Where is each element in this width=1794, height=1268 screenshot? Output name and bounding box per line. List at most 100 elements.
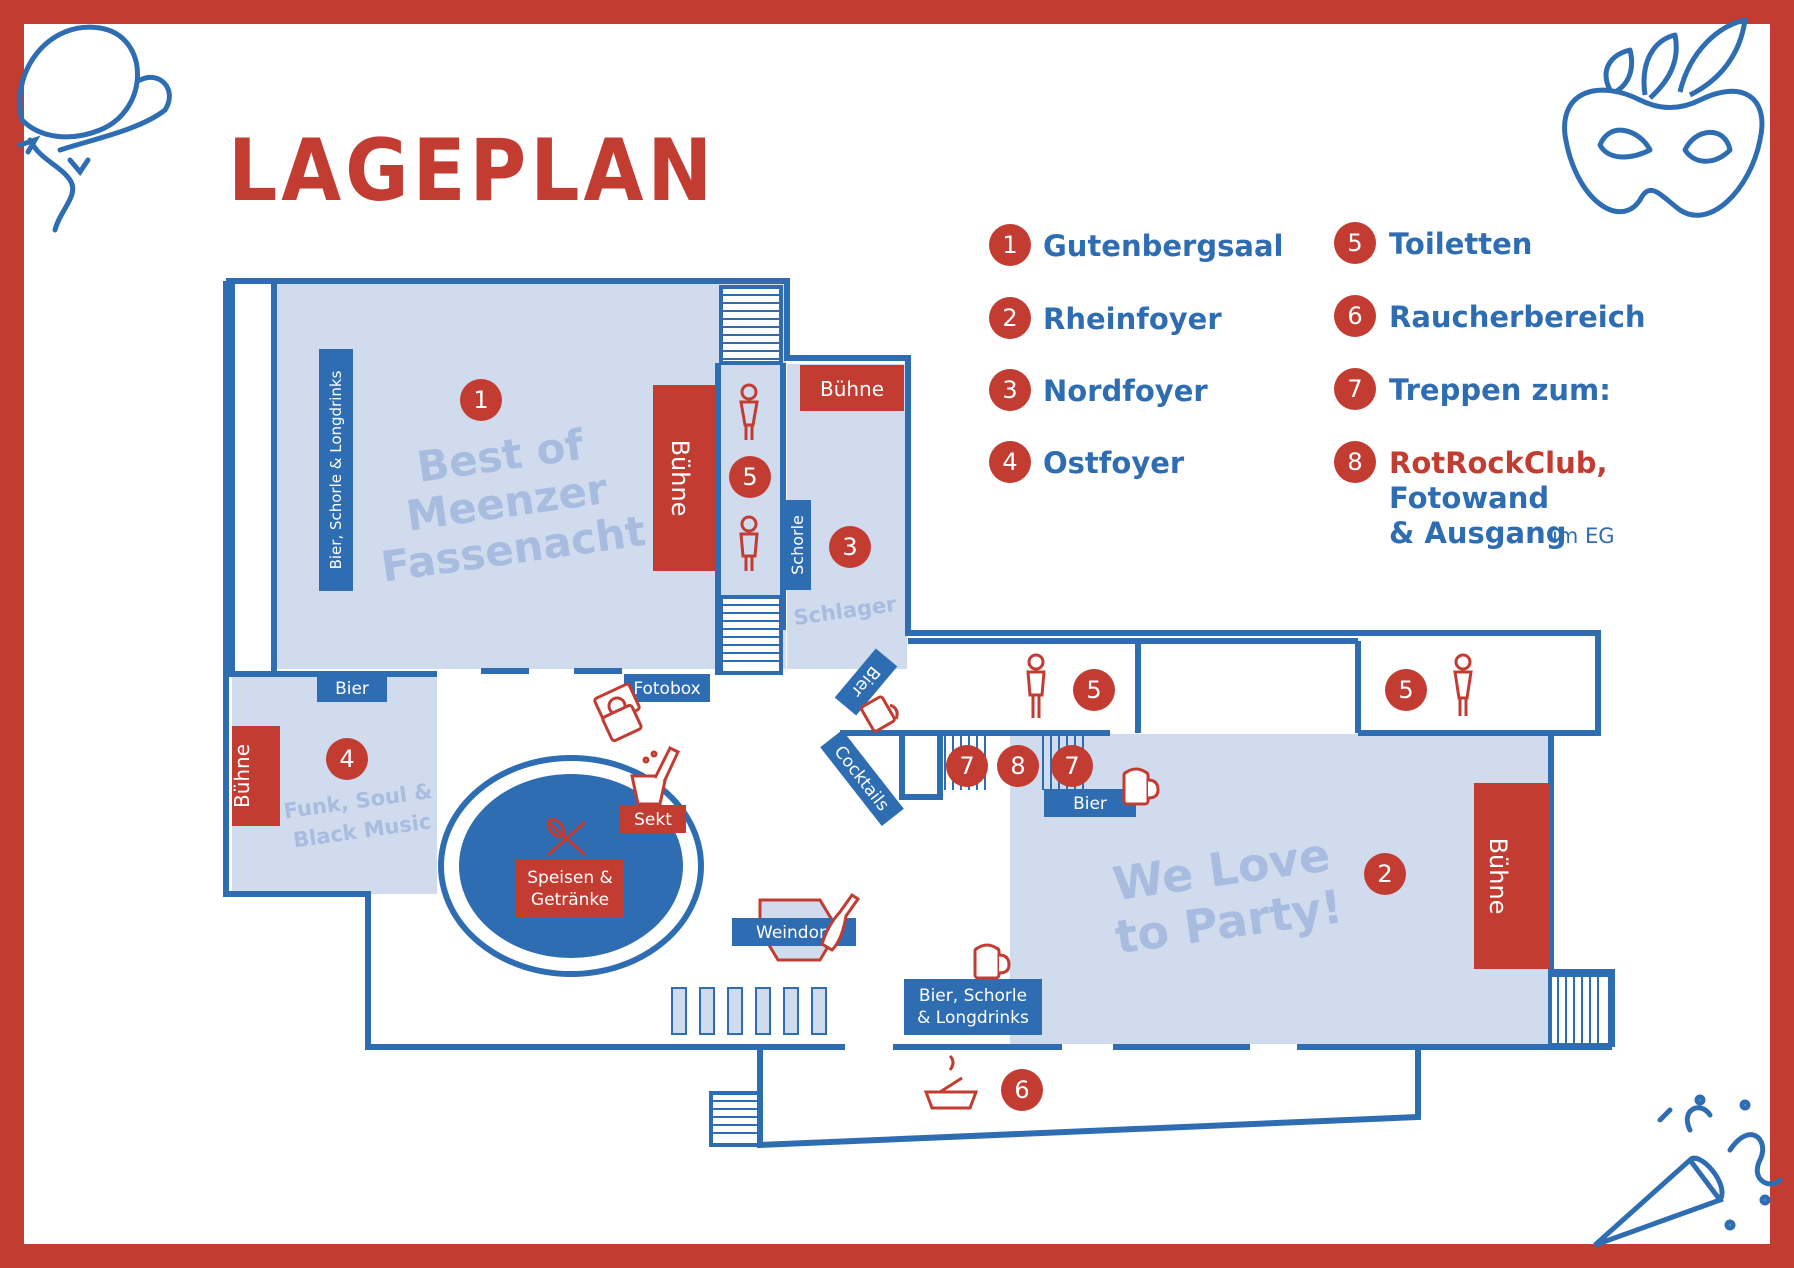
svg-text:3: 3	[1002, 376, 1017, 404]
marker-room-2: 2	[1364, 853, 1406, 895]
legend-item-7: 7 Treppen zum:	[1334, 368, 1611, 410]
svg-text:& Ausgang: & Ausgang	[1389, 516, 1566, 550]
svg-text:Bühne: Bühne	[230, 744, 254, 808]
bar-bier-room2: Bier	[1044, 789, 1136, 817]
legend-item-4: 4 Ostfoyer	[989, 441, 1185, 483]
svg-text:1: 1	[1002, 231, 1017, 259]
camera-icon	[593, 682, 643, 743]
legend: 1 Gutenbergsaal 2 Rheinfoyer 3 Nordfoyer…	[989, 222, 1646, 550]
svg-text:3: 3	[842, 533, 857, 561]
svg-text:& Longdrinks: & Longdrinks	[917, 1008, 1029, 1028]
marker-room-3: 3	[829, 526, 871, 568]
toilet-female-icon	[1453, 653, 1473, 716]
bar-bier-room4: Bier	[317, 674, 387, 702]
marker-room-4: 4	[326, 738, 368, 780]
cigarette-ashtray-icon	[923, 1054, 979, 1110]
mask-icon	[1562, 17, 1765, 218]
svg-text:6: 6	[1347, 302, 1362, 330]
svg-text:Bier, Schorle & Longdrinks: Bier, Schorle & Longdrinks	[327, 370, 345, 569]
svg-text:Schorle: Schorle	[788, 515, 807, 575]
svg-text:Bühne: Bühne	[666, 440, 694, 517]
stairs-north-lower	[719, 595, 783, 675]
bar-bier-schorle-longdrinks-south: Bier, Schorle & Longdrinks	[904, 979, 1042, 1035]
stairs-east	[1548, 973, 1612, 1047]
svg-text:Speisen &: Speisen &	[527, 868, 613, 888]
svg-text:Sekt: Sekt	[634, 810, 672, 830]
svg-text:5: 5	[1086, 676, 1101, 704]
legend-item-1: 1 Gutenbergsaal	[989, 224, 1283, 266]
toilet-male-icon	[1026, 653, 1046, 718]
bar-schorle-room3: Schorle	[785, 500, 811, 590]
room2-theme: We Love to Party!	[1109, 827, 1345, 964]
svg-text:1: 1	[473, 386, 488, 414]
stage-room3: Bühne	[800, 365, 904, 411]
svg-text:Rheinfoyer: Rheinfoyer	[1043, 302, 1222, 336]
food-stand-label: Speisen & Getränke	[516, 860, 624, 918]
legend-item-5: 5 Toiletten	[1334, 222, 1532, 264]
svg-text:8: 8	[1010, 752, 1025, 780]
svg-text:2: 2	[1002, 304, 1017, 332]
toilet-female-icon	[739, 383, 759, 440]
svg-text:Bier: Bier	[1073, 794, 1107, 814]
svg-text:Fotowand: Fotowand	[1389, 481, 1549, 515]
marker-toilet-north: 5	[729, 456, 771, 498]
beer-mug-icon	[973, 943, 1011, 980]
building: Bühne Bühne Bühne Bühne Bier, Schorle & …	[223, 278, 1615, 1149]
toilet-male-icon	[739, 515, 759, 571]
interior-walls	[229, 281, 1598, 800]
stage-room4: Bühne	[230, 726, 280, 826]
svg-text:Raucherbereich: Raucherbereich	[1389, 300, 1646, 334]
svg-text:Getränke: Getränke	[531, 890, 609, 910]
stage-room2: Bühne	[1474, 783, 1550, 969]
marker-toilet-east: 5	[1385, 669, 1427, 711]
svg-text:Fotobox: Fotobox	[633, 679, 700, 699]
svg-text:7: 7	[959, 752, 974, 780]
stairs-north	[719, 285, 783, 365]
marker-exit-8: 8	[997, 745, 1039, 787]
legend-item-8: 8 RotRockClub, Fotowand & Ausgang im EG	[1334, 441, 1615, 550]
fotobox-label: Fotobox	[624, 674, 710, 702]
svg-text:RotRockClub,: RotRockClub,	[1389, 446, 1608, 480]
svg-text:2: 2	[1377, 860, 1392, 888]
legend-item-2: 2 Rheinfoyer	[989, 297, 1222, 339]
beer-mug-icon	[860, 695, 899, 733]
svg-text:5: 5	[1347, 229, 1362, 257]
bar-sekt: Sekt	[620, 805, 686, 833]
svg-text:Bier, Schorle: Bier, Schorle	[919, 986, 1027, 1006]
svg-text:Treppen zum:: Treppen zum:	[1389, 373, 1611, 407]
svg-text:Toiletten: Toiletten	[1389, 227, 1532, 261]
room1-theme: Best of Meenzer Fassenacht	[378, 420, 648, 592]
svg-text:6: 6	[1014, 1076, 1029, 1104]
balloon-icon	[17, 24, 172, 233]
marker-toilet-center: 5	[1073, 669, 1115, 711]
stairs-south	[709, 1091, 761, 1147]
wine-bottle-icon	[820, 892, 861, 952]
standing-tables	[671, 987, 827, 1035]
bar-bier-schorle-longdrinks-room1: Bier, Schorle & Longdrinks	[319, 349, 353, 591]
stage-room1: Bühne	[653, 385, 716, 571]
champagne-bucket-icon	[630, 745, 680, 806]
svg-text:7: 7	[1347, 375, 1362, 403]
svg-text:im EG: im EG	[1552, 524, 1615, 548]
svg-text:4: 4	[1002, 448, 1017, 476]
svg-text:Nordfoyer: Nordfoyer	[1043, 374, 1208, 408]
svg-text:Bühne: Bühne	[1484, 838, 1512, 915]
marker-room-1: 1	[460, 379, 502, 421]
svg-text:4: 4	[339, 745, 354, 773]
bar-cocktails: Cocktails	[820, 729, 904, 827]
svg-text:5: 5	[742, 463, 757, 491]
svg-text:Weindorf: Weindorf	[756, 923, 833, 943]
svg-text:8: 8	[1347, 448, 1362, 476]
svg-text:Cocktails: Cocktails	[830, 742, 893, 815]
room-2-rheinfoyer	[1010, 734, 1550, 1044]
cutlery-icon	[546, 817, 586, 857]
marker-smoking-6: 6	[1001, 1069, 1043, 1111]
svg-text:Gutenbergsaal: Gutenbergsaal	[1043, 229, 1283, 263]
svg-text:Bühne: Bühne	[820, 377, 884, 401]
svg-text:7: 7	[1064, 752, 1079, 780]
legend-item-3: 3 Nordfoyer	[989, 369, 1208, 411]
page-title: LAGEPLAN	[228, 121, 716, 221]
